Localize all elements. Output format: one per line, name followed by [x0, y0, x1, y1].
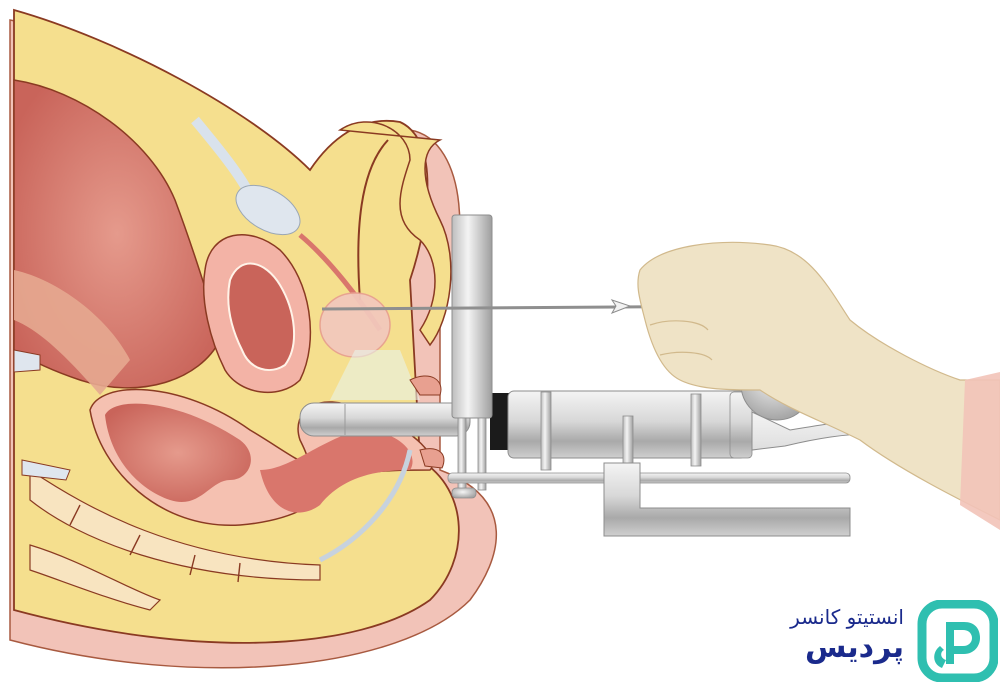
logo-line-institute: انستیتو کانسر	[790, 605, 904, 629]
stepper-stand	[447, 214, 851, 537]
logo-text: انستیتو کانسر پردیس	[790, 604, 904, 666]
logo-line-pardis: پردیس	[805, 630, 904, 665]
gloved-hand	[637, 241, 1000, 530]
pelvic-cross-section	[9, 8, 498, 669]
pardis-cancer-institute-logo: انستیتو کانسر پردیس	[738, 596, 1000, 686]
logo-p-icon	[917, 600, 998, 682]
